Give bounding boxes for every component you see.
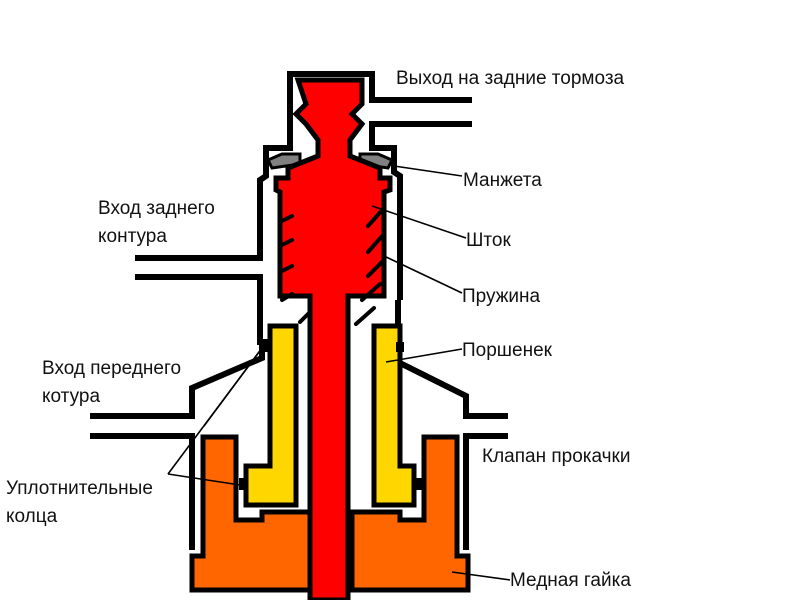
housing-left-mid (135, 274, 268, 345)
spring (278, 206, 386, 326)
label-piston: Поршенек (462, 340, 553, 361)
front-inlet-lower-wall (90, 433, 195, 550)
label-spring: Пружина (462, 286, 541, 307)
leader-cuff (393, 165, 463, 177)
housing-left-lower (90, 342, 265, 419)
label-inlet-front-line1: Вход переднего (42, 358, 181, 379)
bleed-valve-wall (463, 433, 508, 550)
seal-ring-lower-right (414, 478, 422, 490)
leader-lines (167, 165, 511, 581)
label-copper-nut: Медная гайка (510, 570, 631, 591)
label-inlet-front-line2: котура (42, 386, 100, 407)
leader-seal-lower (167, 473, 241, 486)
seal-ring-upper-right (396, 342, 404, 352)
stem (273, 77, 393, 600)
housing-left-upper (135, 130, 293, 261)
seal-ring-lower-left (239, 478, 247, 490)
outlet-port-lower-wall (369, 121, 472, 300)
housing-top-cap (287, 71, 472, 130)
leader-seal-front (203, 347, 263, 427)
label-outlet-rear: Выход на задние тормоза (396, 68, 625, 89)
piston-left (243, 323, 299, 508)
leader-copper-nut (451, 571, 511, 581)
label-bleed-valve: Клапан прокачки (482, 446, 630, 467)
seal-ring-upper-left (262, 342, 270, 352)
leader-stem (371, 205, 467, 239)
leader-spring (383, 255, 463, 294)
label-inlet-rear-line1: Вход заднего (98, 198, 215, 219)
label-seal-rings-line1: Уплотнительные (6, 478, 153, 499)
label-seal-rings-line2: колца (6, 506, 58, 527)
label-stem: Шток (466, 230, 511, 251)
label-inlet-rear-line2: контура (98, 226, 167, 247)
copper-nut-right (349, 434, 471, 593)
leader-piston (385, 348, 463, 363)
label-cuff: Манжета (463, 170, 542, 191)
piston-right (371, 323, 417, 508)
